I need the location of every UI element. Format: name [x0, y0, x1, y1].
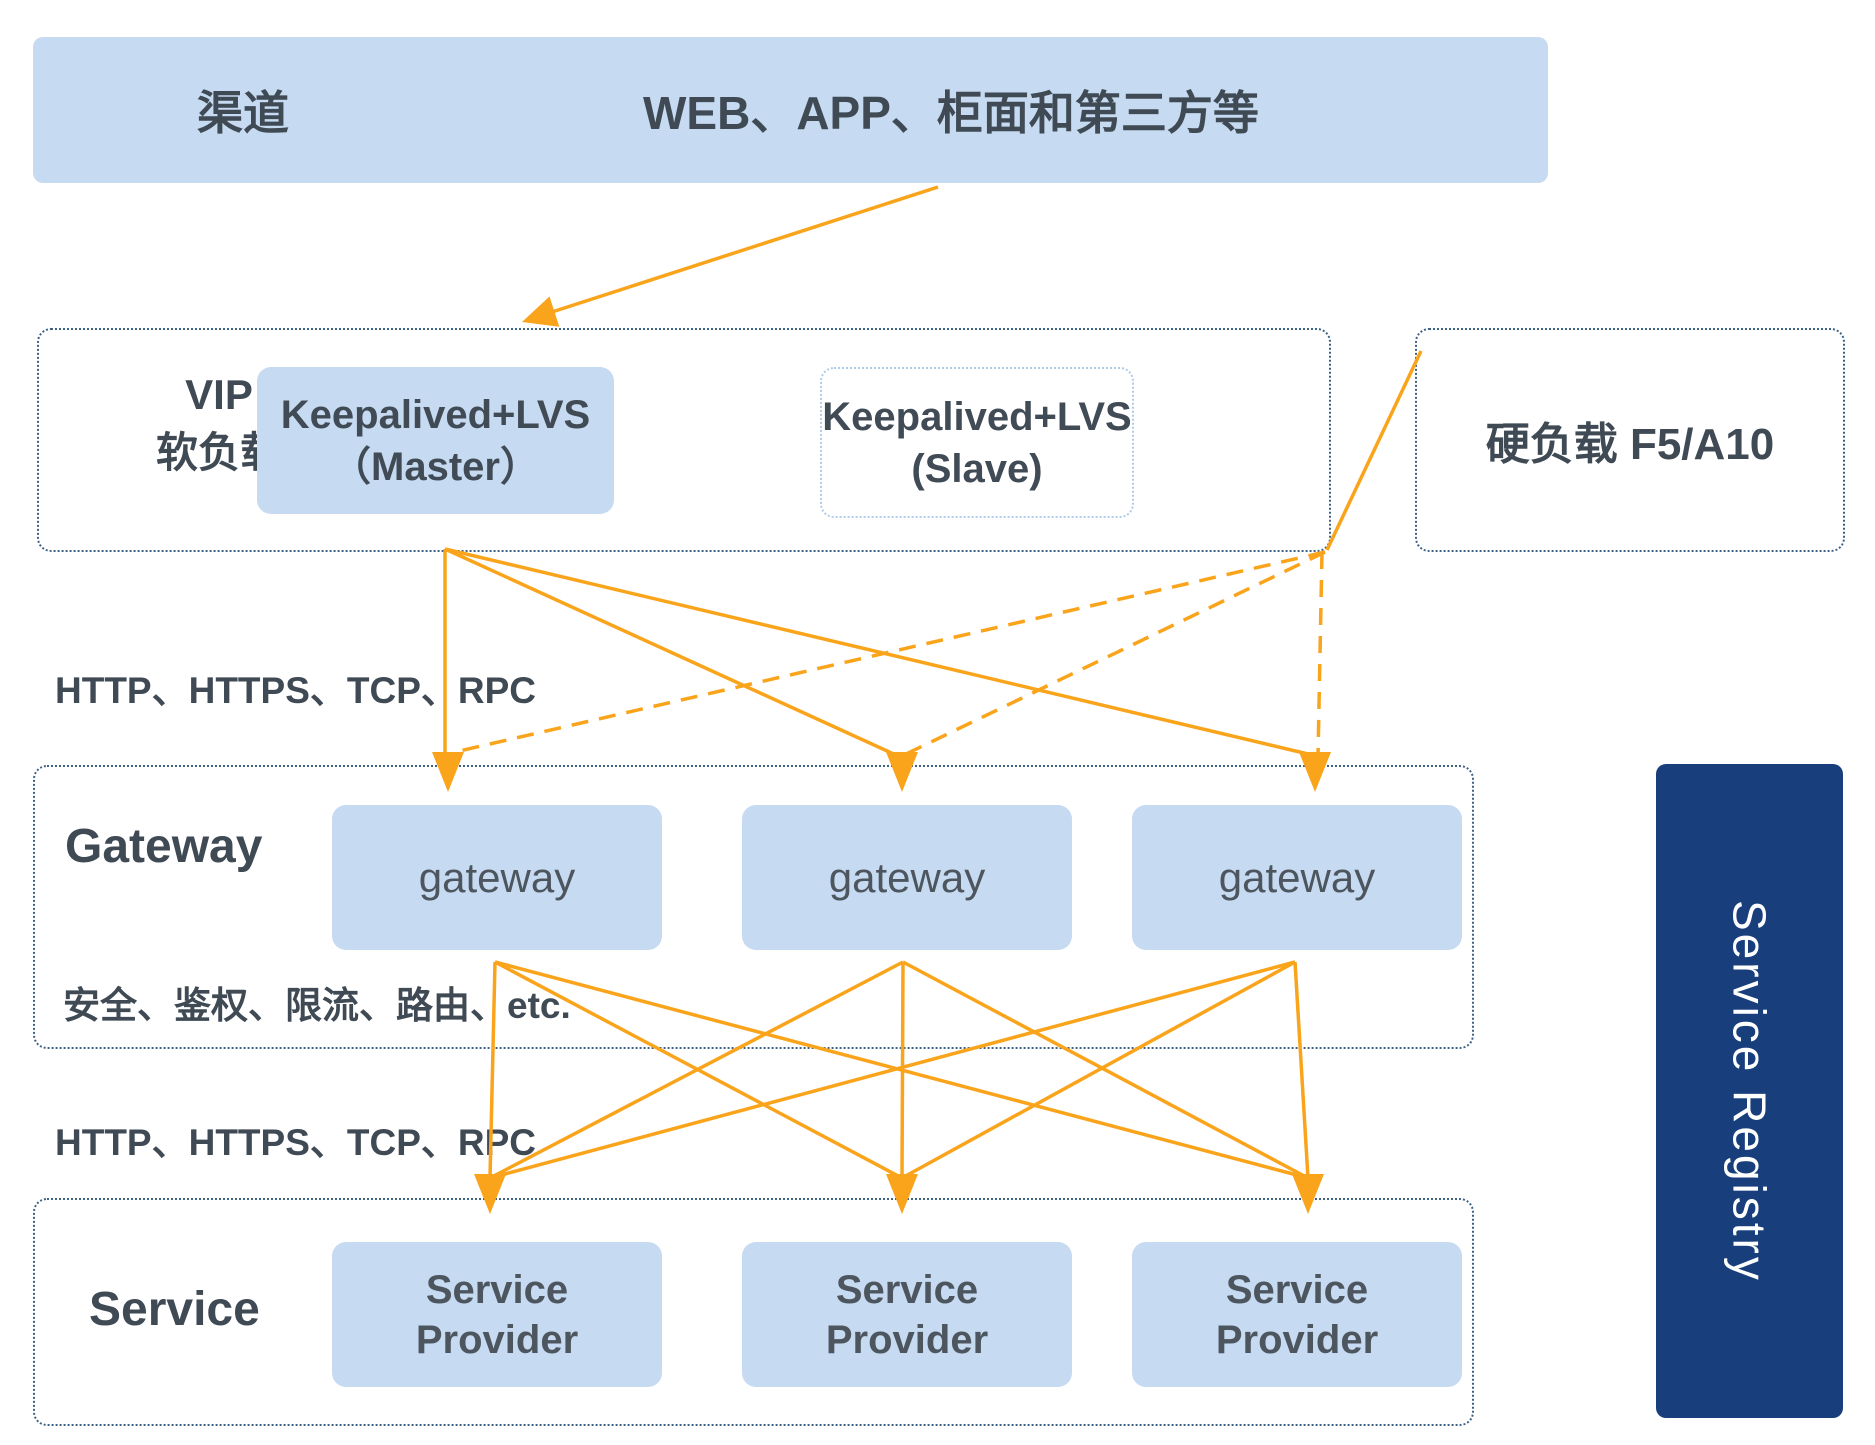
keepalived-master-node: Keepalived+LVS （Master） [257, 367, 614, 514]
service-provider-1-line2: Provider [415, 1317, 579, 1362]
master-label-line2: （Master） [331, 444, 540, 489]
arrow-standby-gw1 [454, 550, 1326, 754]
service-registry-bar: Service Registry [1656, 764, 1843, 1418]
arrow-f5-to-vip [1325, 350, 1423, 551]
service-section-title: Service [89, 1283, 260, 1336]
arrow-channel-to-vip [551, 185, 939, 314]
service-provider-2-line2: Provider [825, 1317, 989, 1362]
vip-softload-section: VIP 软负载 Keepalived+LVS （Master） Keepaliv… [37, 328, 1331, 552]
service-provider-node-1: Service Provider [332, 1242, 662, 1387]
gateway-section: Gateway gateway gateway gateway [33, 765, 1474, 1049]
service-provider-2-line1: Service [835, 1267, 979, 1312]
protocols-lower-label: HTTP、HTTPS、TCP、RPC [55, 1122, 536, 1163]
service-provider-node-2: Service Provider [742, 1242, 1072, 1387]
service-section: Service Service Provider Service Provide… [33, 1198, 1474, 1426]
service-provider-3-line2: Provider [1215, 1317, 1379, 1362]
channel-bar: 渠道 WEB、APP、柜面和第三方等 [33, 37, 1548, 183]
arrow-master-gw3 [444, 547, 1309, 756]
gateway-node-1: gateway [332, 805, 662, 950]
service-registry-label: Service Registry [1723, 899, 1776, 1283]
hard-load-node: 硬负载 F5/A10 [1415, 328, 1845, 552]
service-provider-node-3: Service Provider [1132, 1242, 1462, 1387]
channel-content: WEB、APP、柜面和第三方等 [643, 87, 1259, 139]
hard-load-label: 硬负载 F5/A10 [1485, 420, 1775, 469]
service-provider-1-line1: Service [425, 1267, 569, 1312]
arrow-standby-gw2 [905, 550, 1326, 756]
vip-title-line1: VIP [185, 371, 253, 418]
protocols-upper-label: HTTP、HTTPS、TCP、RPC [55, 670, 536, 711]
keepalived-slave-node: Keepalived+LVS (Slave) [820, 367, 1134, 518]
arrow-master-gw2 [444, 547, 899, 758]
arrowhead-channel [522, 296, 560, 327]
arrow-standby-gw3 [1316, 551, 1324, 757]
service-provider-3-line1: Service [1225, 1267, 1369, 1312]
gateway-section-title: Gateway [65, 820, 263, 873]
slave-label-line1: Keepalived+LVS [822, 394, 1132, 439]
gateway-node-2: gateway [742, 805, 1072, 950]
channel-label: 渠道 [197, 87, 289, 139]
gateway-node-3: gateway [1132, 805, 1462, 950]
slave-label-line2: (Slave) [911, 446, 1043, 491]
gateway-features-label: 安全、鉴权、限流、路由、etc. [63, 985, 571, 1026]
master-label-line1: Keepalived+LVS [280, 392, 591, 437]
